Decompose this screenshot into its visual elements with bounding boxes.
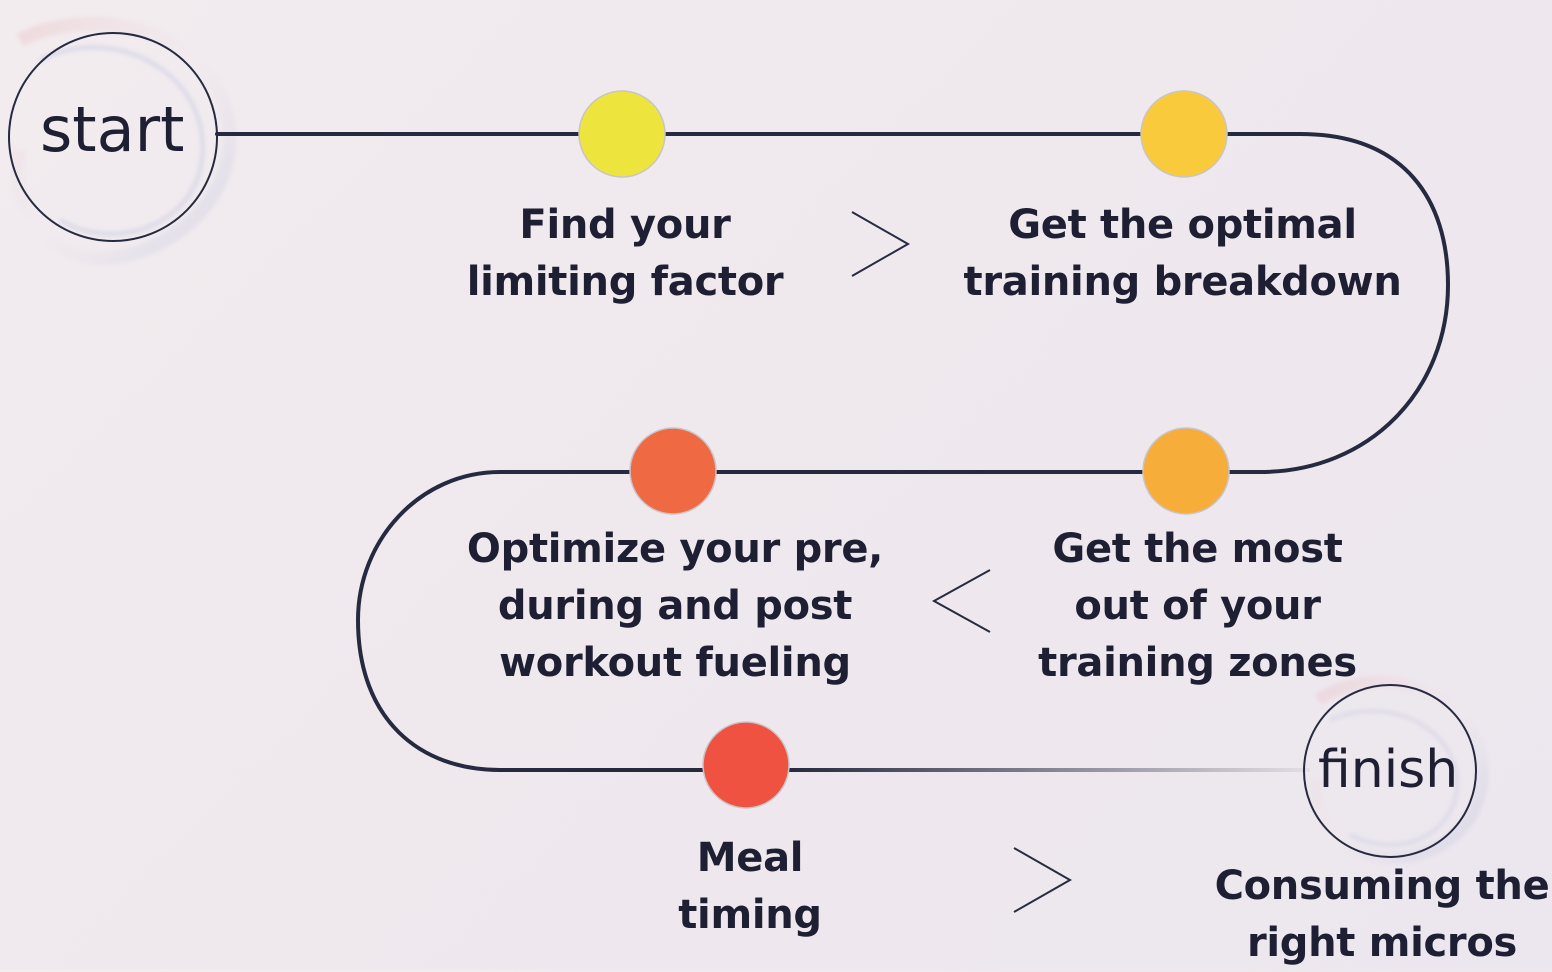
arrow-right-icon — [1013, 847, 1073, 913]
start-circle — [8, 32, 218, 242]
milestone-dot-2 — [1140, 90, 1228, 178]
milestone-dot-1 — [578, 90, 666, 178]
step-label-4: Optimize your pre, during and post worko… — [466, 526, 884, 686]
step-label-5: Meal timing — [678, 835, 822, 938]
arrow-right-icon — [851, 211, 911, 277]
step-label-6: Consuming the right micros — [1214, 863, 1550, 966]
start-label: start — [40, 93, 185, 166]
step-label-1: Find your limiting factor — [466, 202, 784, 305]
milestone-dot-5 — [702, 721, 790, 809]
finish-label: finish — [1318, 740, 1459, 800]
start-swirl-decoration — [11, 16, 237, 266]
step-label-2: Get the optimal training breakdown — [963, 202, 1402, 305]
step-label-3: Get the most out of your training zones — [1038, 526, 1357, 686]
milestone-dot-4 — [629, 427, 717, 515]
milestone-dot-3 — [1142, 427, 1230, 515]
arrow-left-icon — [931, 569, 991, 633]
roadmap-path — [215, 132, 1450, 772]
